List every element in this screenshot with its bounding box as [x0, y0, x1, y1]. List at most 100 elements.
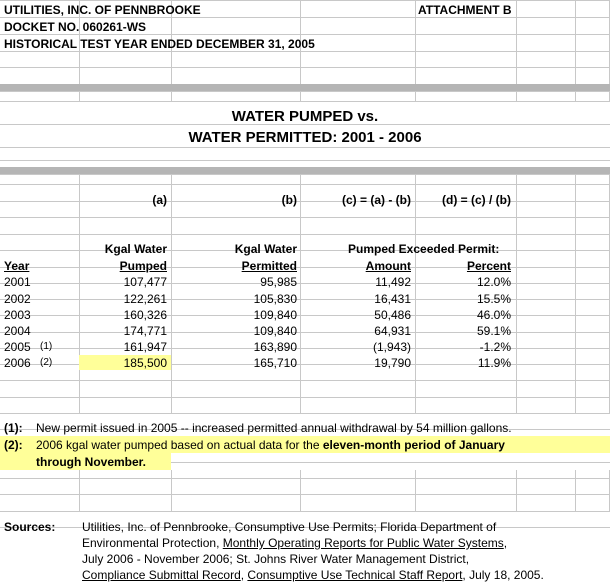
footnote-1-text: New permit issued in 2005 -- increased p… — [36, 421, 512, 435]
cell-amount: 16,431 — [374, 292, 411, 306]
grid-col-line — [575, 470, 576, 511]
header-pumped: Pumped — [119, 259, 167, 273]
docket-number: DOCKET NO. 060261-WS — [4, 20, 147, 34]
separator-band-bottom — [0, 167, 610, 174]
footnote-1-label: (1): — [4, 421, 23, 435]
cell-year: 2001 — [4, 275, 31, 289]
grid-col-line — [171, 470, 172, 511]
highlight-note-2-line2 — [0, 453, 171, 470]
grid-col-line — [79, 0, 80, 101]
sources-line-2: Environmental Protection, Monthly Operat… — [82, 536, 508, 550]
source-compliance-record: Compliance Submittal Record — [82, 568, 241, 582]
grid-row-line — [0, 160, 610, 161]
cell-permitted: 165,710 — [253, 356, 297, 370]
cell-amount: 19,790 — [374, 356, 411, 370]
highlight-note-2 — [0, 436, 610, 453]
cell-amount: (1,943) — [372, 340, 411, 354]
grid-row-line — [0, 348, 610, 349]
grid-row-line — [0, 478, 610, 479]
footnote-2-text-line2: through November. — [36, 455, 147, 469]
grid-row-line — [0, 124, 610, 125]
cell-pumped: 160,326 — [123, 308, 167, 322]
attachment-label: ATTACHMENT B — [418, 3, 512, 17]
footnote-2-text-a: 2006 kgal water pumped based on actual d… — [36, 438, 323, 452]
grid-row-line — [0, 332, 610, 333]
header-year: Year — [4, 259, 30, 273]
column-code-d: (d) = (c) / (b) — [442, 193, 511, 207]
grid-col-line — [300, 0, 301, 101]
cell-pumped: 107,477 — [123, 275, 167, 289]
grid-row-line — [0, 0, 610, 1]
cell-percent: 12.0% — [476, 275, 511, 289]
grid-row-line — [0, 250, 610, 251]
grid-row-line — [0, 462, 610, 463]
column-code-b: (b) — [281, 193, 297, 207]
cell-permitted: 163,890 — [253, 340, 297, 354]
cell-year: 2004 — [4, 324, 31, 338]
column-code-a: (a) — [152, 193, 167, 207]
cell-pumped: 122,261 — [123, 292, 167, 306]
cell-footnote-ref: (1) — [40, 341, 53, 352]
cell-permitted: 109,840 — [253, 324, 297, 338]
sources-line-3: July 2006 - November 2006; St. Johns Riv… — [82, 552, 470, 566]
grid-row-line — [0, 101, 610, 102]
header-kgal-water-pumped: Kgal Water — [104, 242, 167, 256]
header-kgal-water-permitted: Kgal Water — [234, 242, 297, 256]
cell-amount: 11,492 — [375, 275, 411, 289]
header-pumped-exceeded-permit: Pumped Exceeded Permit: — [348, 242, 500, 256]
grid-col-line — [415, 470, 416, 511]
grid-row-line — [0, 413, 610, 414]
grid-col-line — [516, 167, 517, 413]
cell-percent: 15.5% — [476, 292, 511, 306]
grid-col-line — [415, 0, 416, 101]
cell-percent: -1.2% — [479, 340, 511, 354]
footnote-2-text: 2006 kgal water pumped based on actual d… — [36, 438, 505, 452]
cell-year: 2005 — [4, 340, 31, 354]
footnote-2-text-bold: eleven-month period of January — [322, 438, 505, 452]
grid-row-line — [0, 234, 610, 235]
source-monthly-reports: Monthly Operating Reports for Public Wat… — [222, 536, 504, 550]
sources-label: Sources: — [4, 520, 56, 534]
grid-row-line — [0, 527, 610, 528]
cell-year: 2002 — [4, 292, 31, 306]
sources-line-4: Compliance Submittal Record, Consumptive… — [82, 568, 544, 582]
grid-row-line — [0, 494, 610, 495]
grid-row-line — [0, 315, 610, 316]
grid-col-line — [79, 470, 80, 511]
title-line-2: WATER PERMITTED: 2001 - 2006 — [188, 129, 422, 146]
cell-footnote-ref: (2) — [40, 357, 53, 368]
grid-row-line — [0, 217, 610, 218]
column-code-c: (c) = (a) - (b) — [342, 193, 411, 207]
grid-row-line — [0, 67, 610, 68]
grid-row-line — [0, 51, 610, 52]
cell-percent: 11.9% — [477, 356, 511, 370]
grid-row-line — [0, 201, 610, 202]
grid-row-line — [0, 34, 610, 35]
test-year: HISTORICAL TEST YEAR ENDED DECEMBER 31, … — [4, 37, 315, 51]
footnote-2-label: (2): — [4, 438, 23, 452]
header-permitted: Permitted — [241, 259, 297, 273]
grid-col-line — [300, 470, 301, 511]
cell-pumped: 161,947 — [123, 340, 167, 354]
cell-year: 2003 — [4, 308, 31, 322]
grid-col-line — [575, 167, 576, 413]
grid-col-line — [171, 0, 172, 101]
grid-row-line — [0, 267, 610, 268]
cell-year: 2006 — [4, 356, 31, 370]
grid-row-line — [0, 174, 610, 175]
title-line-1: WATER PUMPED vs. — [231, 108, 379, 125]
grid-col-line — [171, 167, 172, 413]
grid-col-line — [300, 167, 301, 413]
grid-row-line — [0, 380, 610, 381]
grid-row-line — [0, 364, 610, 365]
grid-col-line — [415, 167, 416, 413]
grid-row-line — [0, 299, 610, 300]
grid-col-line — [516, 470, 517, 511]
cell-percent: 59.1% — [476, 324, 511, 338]
cell-amount: 50,486 — [374, 308, 411, 322]
grid-row-line — [0, 17, 610, 18]
grid-row-line — [0, 429, 610, 430]
cell-permitted: 105,830 — [253, 292, 297, 306]
grid-row-line — [0, 184, 610, 185]
